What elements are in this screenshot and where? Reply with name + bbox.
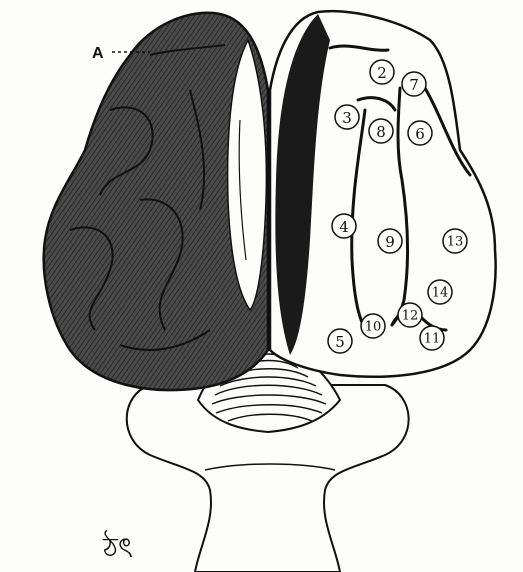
region-number: 13 [447, 235, 464, 250]
region-number: 14 [432, 286, 449, 301]
region-label-9: 9 [378, 229, 402, 253]
region-number: 4 [339, 218, 349, 236]
region-label-2: 2 [370, 60, 394, 84]
artist-signature: ঠৎ [102, 530, 133, 564]
region-number: 2 [377, 64, 387, 82]
region-number: 7 [409, 76, 419, 94]
region-number: 10 [365, 320, 382, 335]
region-number: 12 [402, 309, 419, 324]
left-hemisphere [44, 13, 268, 390]
region-label-4: 4 [332, 214, 356, 238]
region-label-14: 14 [428, 280, 452, 304]
region-number: 6 [415, 125, 425, 143]
region-number: 5 [335, 333, 345, 351]
region-number: 8 [376, 123, 386, 141]
region-label-6: 6 [408, 121, 432, 145]
region-label-11: 11 [420, 326, 444, 350]
region-number: 3 [342, 109, 352, 127]
region-label-10: 10 [361, 314, 385, 338]
region-label-12: 12 [398, 303, 422, 327]
region-label-5: 5 [328, 329, 352, 353]
region-label-13: 13 [443, 229, 467, 253]
pointer-label-a: A [92, 45, 104, 62]
region-number: 9 [385, 233, 395, 251]
region-label-8: 8 [369, 119, 393, 143]
region-label-7: 7 [402, 72, 426, 96]
region-label-3: 3 [335, 105, 359, 129]
region-number: 11 [424, 332, 441, 347]
